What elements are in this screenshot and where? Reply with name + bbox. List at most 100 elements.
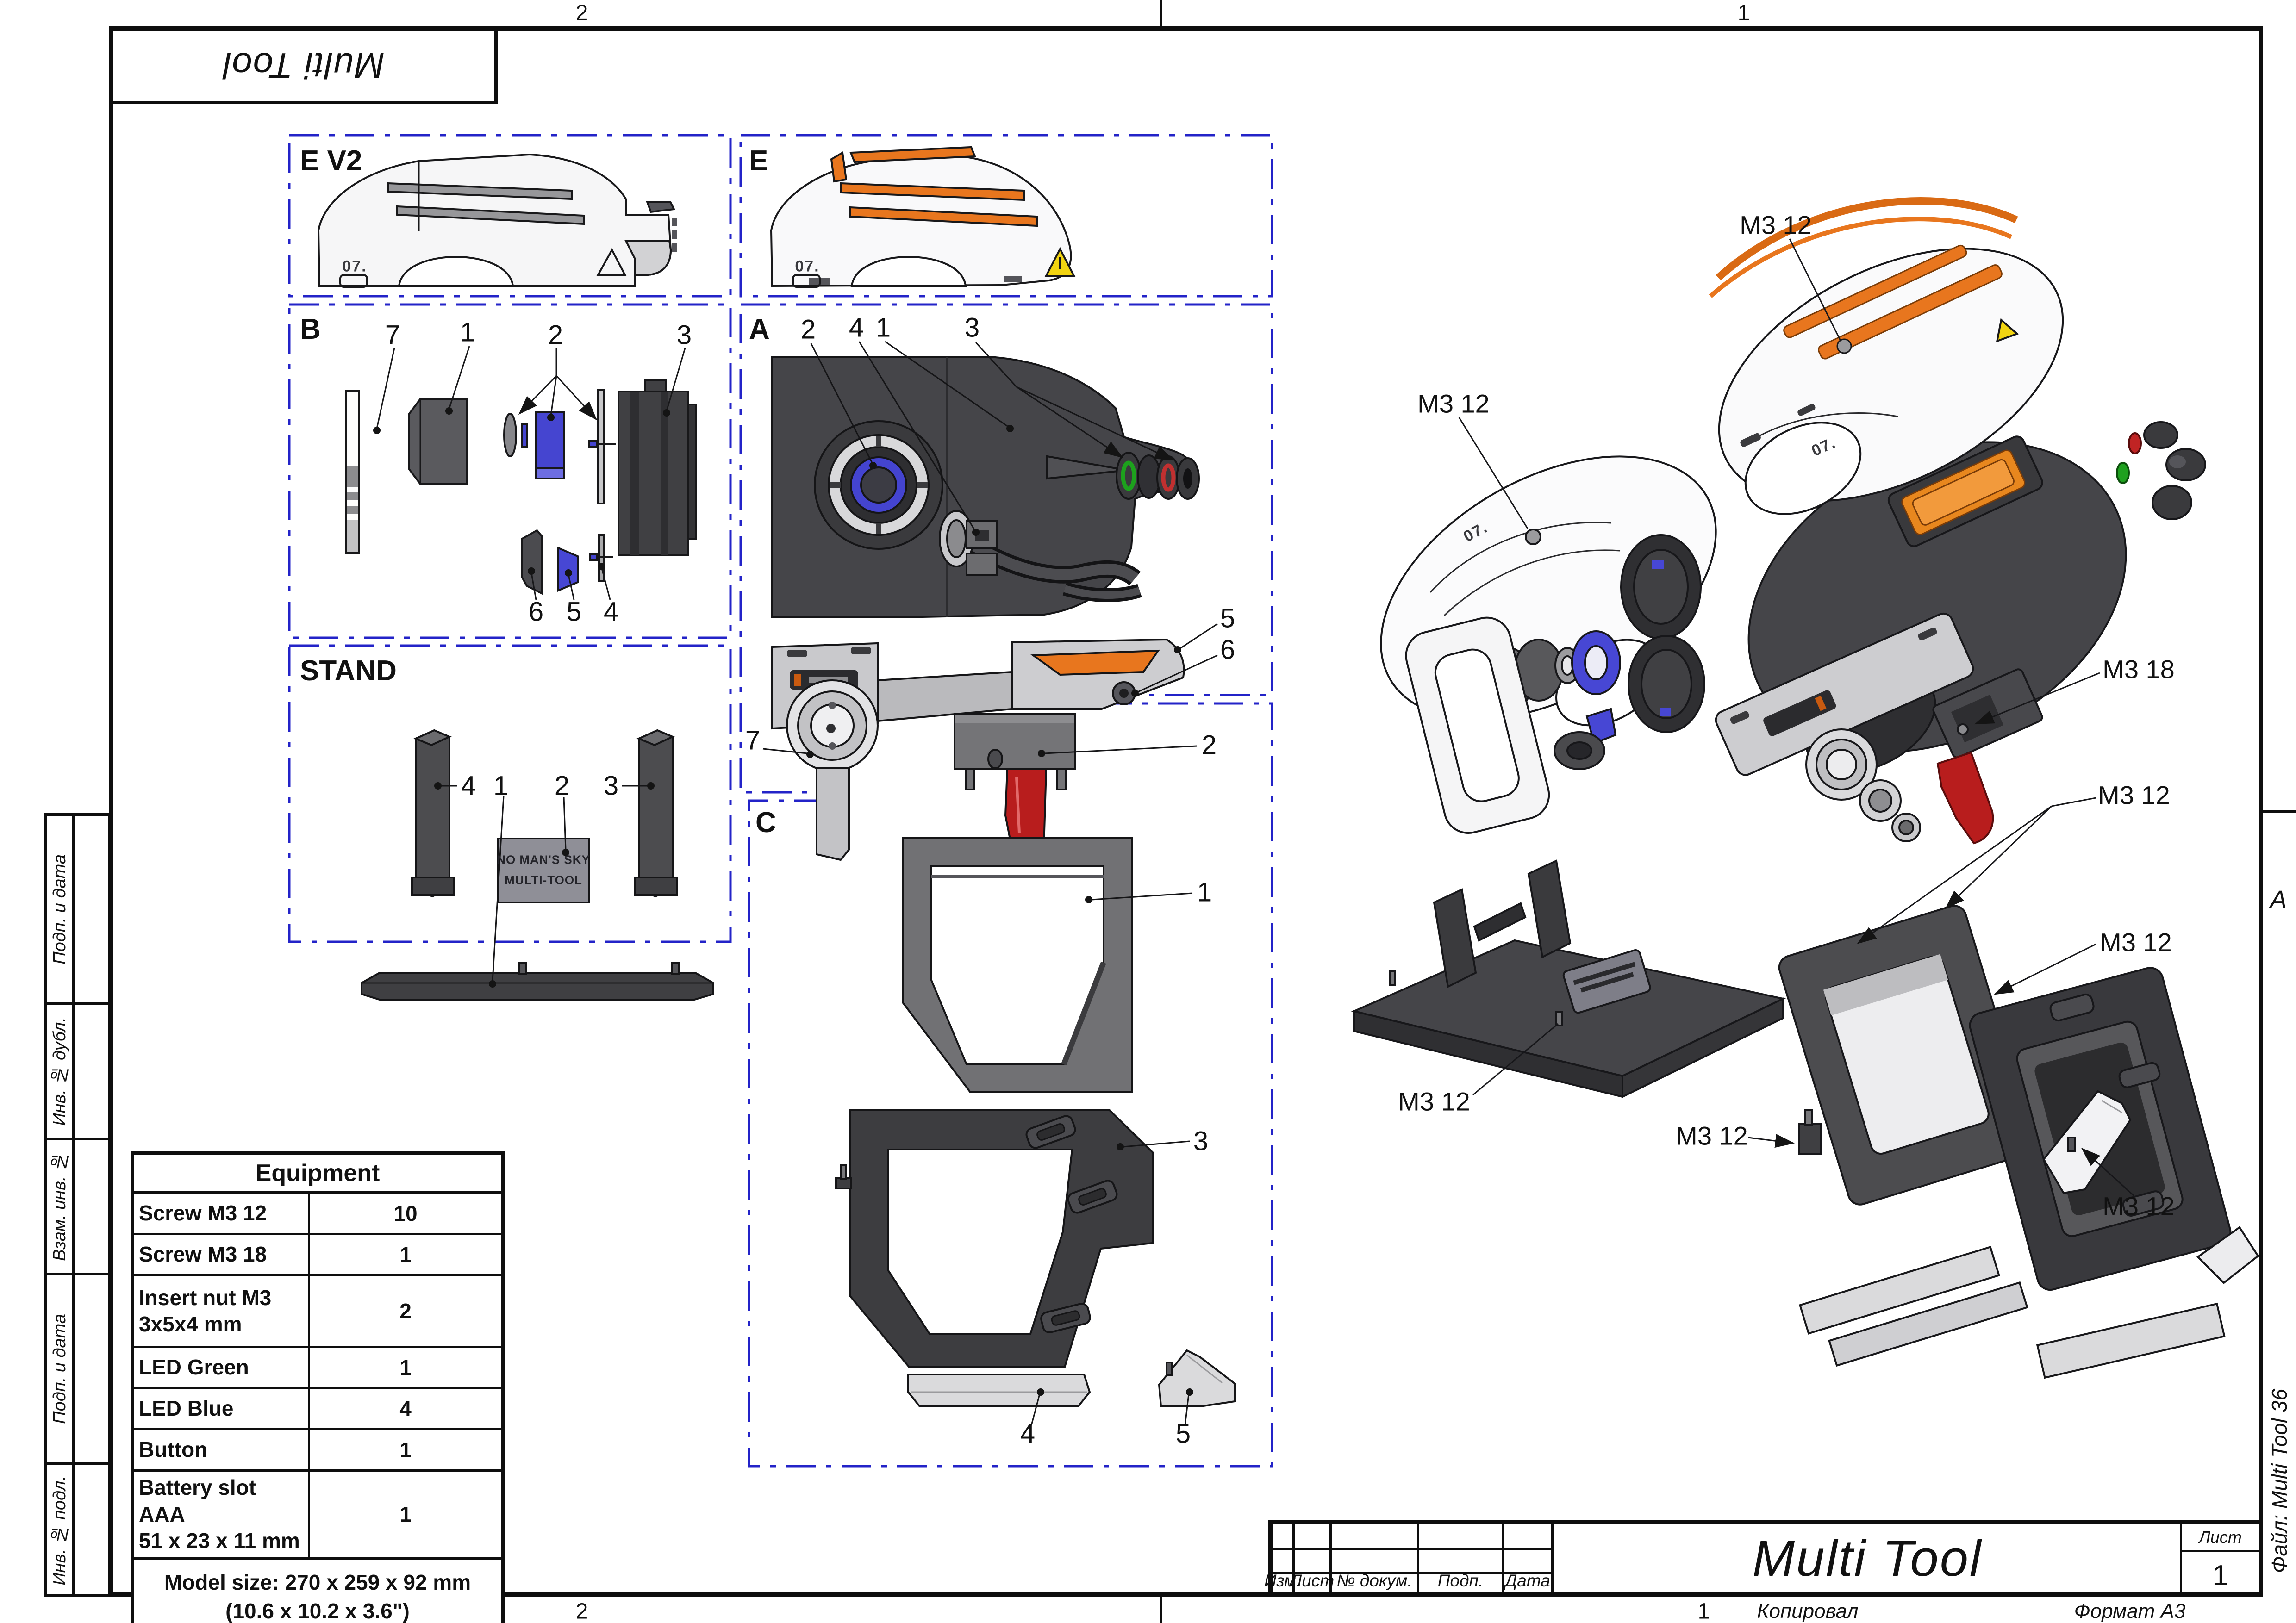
part-callout: 6 (1220, 634, 1235, 665)
fastener-label: M3 12 (2103, 1191, 2175, 1221)
zone-number-top-left: 2 (575, 0, 588, 25)
equipment-row: LED Blue 4 (134, 1389, 501, 1430)
part-callout: 4 (461, 771, 476, 801)
side-stamp-row: Инв. № дубл. (47, 1005, 108, 1140)
view-ev2 (317, 153, 677, 288)
side-stamp-row: Подп. и дата (47, 1275, 108, 1465)
view-exploded (1351, 197, 2259, 1379)
zone-number-top-right: 1 (1737, 0, 1750, 25)
side-stamp-row: Инв. № подл. (47, 1465, 108, 1597)
title-block-column: Подп. (1419, 1524, 1504, 1592)
section-label: B (300, 313, 321, 345)
equipment-item-qty: 1 (399, 1356, 412, 1380)
fastener-label: M3 12 (1398, 1087, 1470, 1116)
equipment-row: Button 1 (134, 1430, 501, 1472)
title-block-sheet-cell: Лист 1 (2180, 1524, 2259, 1592)
fastener-label: M3 12 (2098, 780, 2170, 810)
section-label: E V2 (300, 145, 362, 177)
title-block-column: Дата (1504, 1524, 1554, 1592)
part-callout: 5 (1175, 1418, 1191, 1449)
equipment-row: Battery slot AAA 51 x 23 x 11 mm 1 (134, 1472, 501, 1560)
view-e (770, 146, 1076, 288)
title-block-column-label: Лист (1290, 1571, 1335, 1590)
side-stamp-label-cell: Подп. и дата (47, 1275, 75, 1462)
corner-stamp: Multi Tool (109, 26, 498, 104)
part-callout: 3 (603, 771, 619, 801)
equipment-item-name: Screw M3 18 (134, 1235, 310, 1274)
view-a-lower (762, 623, 1218, 861)
part-callout: 3 (1193, 1126, 1209, 1157)
shell-mark: 07. (795, 257, 820, 275)
equipment-item-qty: 1 (399, 1438, 412, 1462)
top-center-tick (1160, 0, 1162, 26)
fastener-label: M3 12 (1740, 210, 1812, 240)
zone-number-bottom-right: 1 (1697, 1599, 1710, 1623)
equipment-row: Screw M3 12 10 (134, 1194, 501, 1235)
title-block-column: № докум. (1332, 1524, 1419, 1592)
side-stamp-row: Взам. инв. № (47, 1140, 108, 1275)
right-zone-tick (2263, 810, 2296, 813)
part-callout: 5 (566, 597, 582, 627)
equipment-row: Insert nut M3 3x5x4 mm 2 (134, 1276, 501, 1348)
equipment-item-name: Battery slot AAA 51 x 23 x 11 mm (134, 1472, 310, 1557)
title-block-column: Изм. (1264, 1524, 1301, 1592)
fastener-label: M3 12 (1676, 1121, 1748, 1150)
side-stamp-row: Подп. и дата (47, 816, 108, 1005)
format-label: Формат А3 (2074, 1600, 2186, 1623)
section-label: STAND (300, 655, 397, 687)
title-block-column-label: Подп. (1437, 1571, 1484, 1590)
part-callout: 4 (1020, 1418, 1036, 1449)
part-callout: 7 (745, 725, 761, 756)
title-block-line (1273, 1548, 1554, 1550)
equipment-item-qty: 2 (399, 1299, 412, 1323)
side-stamp-label-cell: Инв. № подл. (47, 1465, 75, 1597)
part-callout: 2 (554, 771, 570, 801)
view-a-upper (771, 341, 1200, 618)
equipment-item-qty: 10 (393, 1201, 418, 1225)
equipment-item-qty: 4 (399, 1397, 412, 1421)
stand-plate-line2: MULTI-TOOL (505, 873, 582, 887)
part-callout: 2 (800, 314, 816, 345)
fastener-label: M3 12 (1417, 389, 1490, 418)
fastener-leaders (1458, 238, 2135, 1197)
part-callout: 1 (460, 317, 475, 348)
bottom-center-tick (1160, 1597, 1162, 1623)
equipment-item-name: Screw M3 12 (134, 1194, 310, 1233)
part-callout: 4 (849, 312, 864, 343)
part-callout: 4 (603, 597, 619, 627)
side-stamp-label-cell: Подп. и дата (47, 816, 75, 1002)
part-callout: 1 (493, 771, 509, 801)
equipment-item-name: Button (134, 1430, 310, 1469)
shell-mark: 07. (1460, 518, 1491, 546)
title-block-column: Лист (1290, 1524, 1334, 1592)
equipment-item-qty: 1 (399, 1502, 412, 1527)
zone-number-bottom-left: 2 (575, 1599, 588, 1623)
title-block-column-label: Дата (1505, 1571, 1550, 1590)
equipment-item-name: Insert nut M3 3x5x4 mm (134, 1276, 310, 1346)
stand-plate-line1: NO MAN'S SKY (497, 852, 590, 867)
title-block-column-label: Изм. (1264, 1571, 1301, 1590)
part-callout: 6 (528, 597, 544, 627)
view-c-frame3 (835, 1109, 1236, 1426)
title-block-line (1273, 1572, 1554, 1574)
fastener-label: M3 18 (2103, 654, 2175, 684)
part-callout: 2 (1201, 730, 1217, 760)
equipment-title: Equipment (134, 1155, 501, 1194)
equipment-row: LED Green 1 (134, 1348, 501, 1389)
equipment-item-name: LED Green (134, 1348, 310, 1387)
part-callout: 1 (1197, 877, 1212, 908)
zone-letter-right: A (2270, 886, 2287, 914)
side-stamp-label-cell: Инв. № дубл. (47, 1005, 75, 1138)
title-block-title: Multi Tool (1752, 1530, 1983, 1587)
section-label: A (749, 313, 770, 345)
equipment-item-name: LED Blue (134, 1389, 310, 1428)
side-stamp-label-cell: Взам. инв. № (47, 1140, 75, 1273)
fastener-label: M3 12 (2100, 927, 2172, 957)
